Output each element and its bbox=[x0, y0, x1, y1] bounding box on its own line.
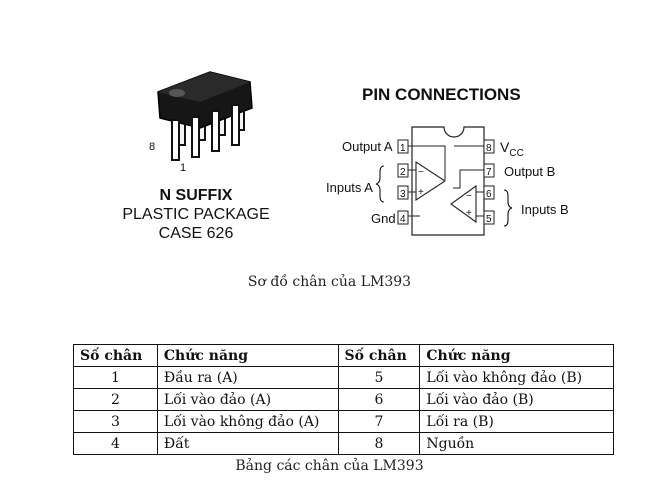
function-cell: Lối vào đảo (A) bbox=[156, 388, 339, 411]
pin-8-number: 8 bbox=[486, 143, 492, 154]
dip-package-illustration bbox=[157, 71, 253, 161]
pin-connections-title: PIN CONNECTIONS bbox=[362, 85, 521, 104]
header-function-2: Chức năng bbox=[419, 344, 614, 367]
table-row: 1 Đầu ra (A) 5 Lối vào không đảo (B) bbox=[73, 366, 614, 389]
inputs-b-brace bbox=[503, 189, 513, 227]
pin-number-cell: 4 bbox=[73, 432, 158, 455]
vcc-main: V bbox=[500, 139, 510, 155]
comparator-b-minus: − bbox=[466, 191, 472, 202]
table-row: 2 Lối vào đảo (A) 6 Lối vào đảo (B) bbox=[73, 388, 614, 411]
package-plastic: PLASTIC PACKAGE bbox=[122, 206, 270, 223]
pin1-label: 1 bbox=[180, 162, 186, 174]
inputs-a-brace bbox=[375, 165, 385, 203]
pin-number-cell: 2 bbox=[73, 388, 158, 411]
header-pin-number-2: Số chân bbox=[337, 344, 421, 367]
pin-1-number: 1 bbox=[400, 143, 406, 154]
pin-6-number: 6 bbox=[486, 189, 492, 200]
table-row: 3 Lối vào không đảo (A) 7 Lối ra (B) bbox=[73, 410, 614, 433]
vcc-subscript: CC bbox=[509, 148, 523, 159]
function-cell: Nguồn bbox=[419, 432, 614, 455]
pin-function-table: Số chân Chức năng Số chân Chức năng 1 Đầ… bbox=[73, 344, 614, 455]
pin-number-cell: 1 bbox=[73, 366, 158, 389]
pin-number-cell: 3 bbox=[73, 410, 158, 433]
comparator-b-plus: + bbox=[466, 208, 472, 219]
function-cell: Lối vào không đảo (A) bbox=[156, 410, 339, 433]
package-suffix: N SUFFIX bbox=[159, 187, 233, 204]
pin-number-cell: 6 bbox=[337, 388, 421, 411]
pin-3-number: 3 bbox=[400, 189, 406, 200]
pin-2-number: 2 bbox=[400, 167, 406, 178]
pin-4-number: 4 bbox=[400, 214, 406, 225]
table-header-row: Số chân Chức năng Số chân Chức năng bbox=[73, 344, 614, 367]
lm393-figure: 8 1 PIN CONNECTIONS 1 2 3 4 8 7 6 5 − + bbox=[149, 71, 569, 236]
table-caption: Bảng các chân của LM393 bbox=[235, 458, 424, 474]
comparator-b-symbol bbox=[450, 184, 477, 224]
pin8-label: 8 bbox=[149, 141, 155, 153]
comparator-a-minus: − bbox=[418, 167, 424, 178]
function-cell: Lối ra (B) bbox=[419, 410, 614, 433]
figure-caption: Sơ đồ chân của LM393 bbox=[247, 274, 412, 290]
inputs-a-label: Inputs A bbox=[326, 180, 373, 195]
package-case: CASE 626 bbox=[158, 225, 234, 242]
pin-number-cell: 5 bbox=[337, 366, 421, 389]
inputs-b-label: Inputs B bbox=[521, 202, 569, 217]
vcc-label: VCC bbox=[500, 139, 524, 159]
header-function-1: Chức năng bbox=[156, 344, 339, 367]
output-a-label: Output A bbox=[342, 139, 393, 154]
header-pin-number-1: Số chân bbox=[73, 344, 158, 367]
function-cell: Lối vào đảo (B) bbox=[419, 388, 614, 411]
output-b-label: Output B bbox=[504, 164, 555, 179]
function-cell: Đất bbox=[156, 432, 339, 455]
function-cell: Lối vào không đảo (B) bbox=[419, 366, 614, 389]
pin-number-cell: 8 bbox=[337, 432, 421, 455]
table-row: 4 Đất 8 Nguồn bbox=[73, 432, 614, 455]
pin-number-cell: 7 bbox=[337, 410, 421, 433]
internal-wiring bbox=[408, 145, 484, 217]
comparator-a-symbol bbox=[415, 160, 447, 202]
comparator-a-plus: + bbox=[418, 187, 424, 198]
gnd-label: Gnd bbox=[371, 211, 396, 226]
function-cell: Đầu ra (A) bbox=[156, 366, 339, 389]
pin-7-number: 7 bbox=[486, 167, 492, 178]
pin-5-number: 5 bbox=[486, 214, 492, 225]
